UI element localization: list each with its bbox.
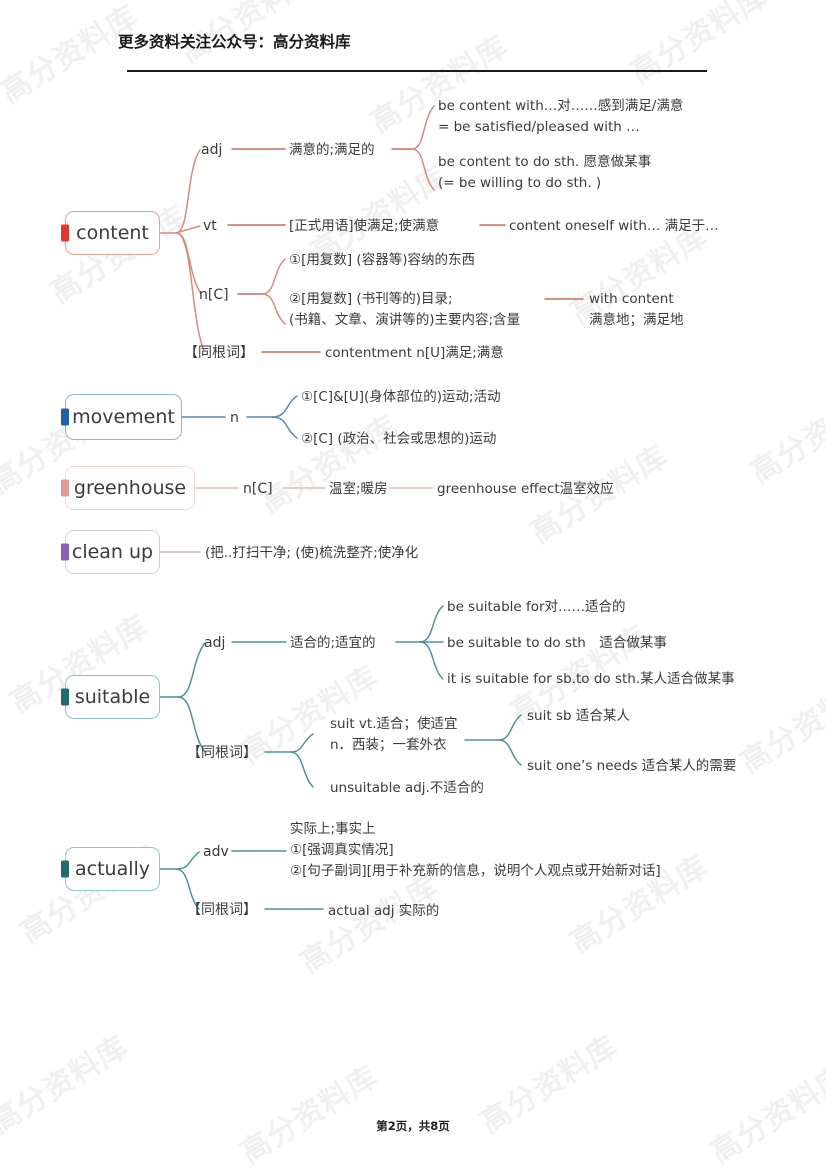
branch-detail-vt: [正式用语]使满足;使满意: [289, 218, 440, 234]
branch-detail-actual: actual adj 实际的: [328, 903, 440, 919]
mindmap-node-content[interactable]: content: [61, 211, 160, 255]
branch-label-n: n: [230, 410, 239, 426]
node-marker-icon: [61, 688, 69, 706]
watermark-text: 高分资料库: [0, 0, 145, 111]
branch-example: suit one’s needs 适合某人的需要: [527, 758, 737, 774]
header-title: 更多资料关注公众号：高分资料库: [118, 33, 351, 51]
node-marker-icon: [61, 860, 69, 878]
node-label: suitable: [74, 686, 151, 708]
mindmap-node-greenhouse[interactable]: greenhouse: [61, 466, 195, 510]
branch-example: greenhouse effect温室效应: [437, 481, 614, 497]
branch-label-nc: n[C]: [243, 481, 273, 497]
node-marker-icon: [61, 224, 69, 242]
branch-example: be suitable for对……适合的: [447, 599, 626, 615]
watermark-text: 高分资料库: [744, 379, 826, 491]
mindmap-node-suitable[interactable]: suitable: [61, 675, 160, 719]
branch-label-cognate: 【同根词】: [184, 345, 254, 361]
mindmap-node-movement[interactable]: movement: [61, 394, 182, 440]
branch-example: ①[C]&[U](身体部位的)运动;活动: [301, 389, 501, 405]
node-label: greenhouse: [73, 477, 187, 499]
branch-detail-nc-2: ②[用复数] (书刊等的)目录; (书籍、文章、演讲等的)主要内容;含量: [289, 291, 521, 328]
mindmap-node-actually[interactable]: actually: [61, 847, 160, 891]
node-label: movement: [72, 406, 175, 428]
branch-example: suit sb 适合某人: [527, 708, 630, 724]
mindmap-node-clean-up[interactable]: clean up: [61, 530, 160, 574]
watermark-text: 高分资料库: [254, 409, 405, 521]
page-footer: 第2页，共8页: [376, 1119, 450, 1133]
watermark-text: 高分资料库: [624, 0, 775, 91]
branch-detail-cognate: contentment n[U]满足;满意: [325, 345, 504, 361]
page-header: 更多资料关注公众号：高分资料库: [118, 30, 351, 52]
branch-detail-greenhouse: 温室;暖房: [329, 481, 388, 497]
branch-label-adj: adj: [204, 635, 226, 651]
branch-example: be suitable to do sth 适合做某事: [447, 635, 667, 651]
node-marker-icon: [61, 543, 69, 561]
node-marker-icon: [61, 408, 69, 426]
branch-label-cognate: 【同根词】: [187, 745, 257, 761]
branch-detail-adj: 满意的;满足的: [289, 142, 375, 158]
watermark-text: 高分资料库: [234, 1059, 385, 1169]
branch-example: be content to do sth. 愿意做某事 (= be willin…: [438, 154, 652, 191]
watermark-text: 高分资料库: [734, 669, 826, 781]
watermark-text: 高分资料库: [704, 1059, 826, 1169]
header-divider: [127, 70, 707, 72]
branch-detail-unsuitable: unsuitable adj.不适合的: [330, 780, 484, 796]
branch-detail-suitable: 适合的;适宜的: [290, 635, 376, 651]
node-label: clean up: [71, 541, 154, 563]
branch-detail-suit: suit vt.适合；使适宜 n．西装；一套外衣: [330, 716, 458, 753]
branch-example: be content with…对……感到满足/满意 = be satisfie…: [438, 98, 684, 135]
node-label: content: [76, 222, 149, 244]
branch-detail-actually: 实际上;事实上 ①[强调真实情况] ②[句子副词][用于补充新的信息，说明个人观…: [290, 821, 661, 879]
branch-detail-clean-up: (把..打扫干净; (使)梳洗整齐;使净化: [205, 545, 419, 561]
branch-label-adv: adv: [203, 844, 229, 860]
branch-example: ②[C] (政治、社会或思想的)运动: [301, 431, 497, 447]
branch-label-cognate: 【同根词】: [187, 902, 257, 918]
node-label: actually: [74, 858, 151, 880]
branch-example: content oneself with… 满足于…: [509, 218, 719, 234]
node-marker-icon: [61, 479, 69, 497]
branch-example: it is suitable for sb.to do sth.某人适合做某事: [447, 671, 735, 687]
branch-label-adj: adj: [201, 142, 223, 158]
branch-label-vt: vt: [203, 218, 217, 234]
branch-detail-nc-1: ①[用复数] (容器等)容纳的东西: [289, 252, 475, 268]
branch-label-nc: n[C]: [199, 287, 229, 303]
branch-example: with content 满意地；满足地: [589, 291, 684, 328]
